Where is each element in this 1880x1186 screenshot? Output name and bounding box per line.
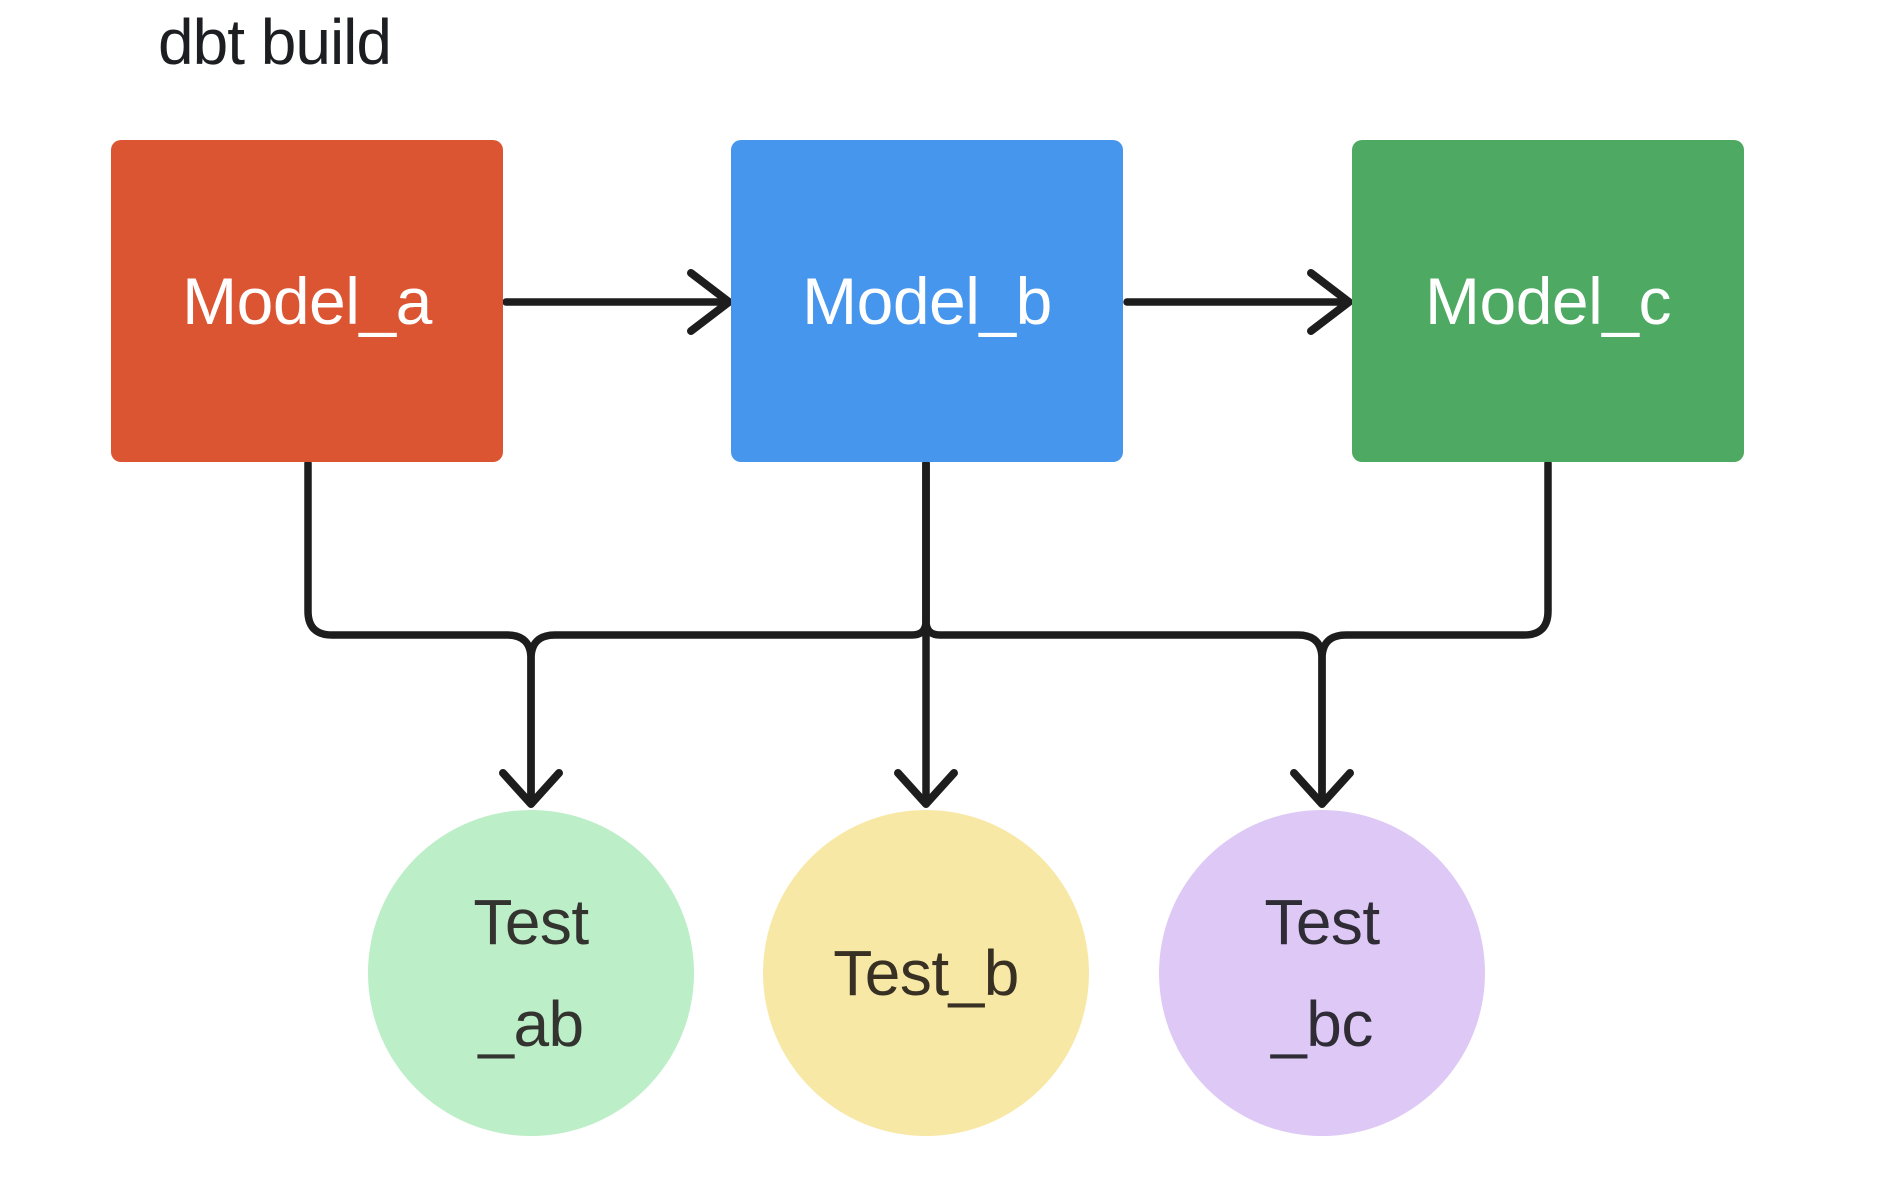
node-test-ab-label-line1: Test: [473, 886, 589, 958]
node-model-c: Model_c: [1352, 140, 1744, 462]
edge-model-b-to-model-c: [1123, 269, 1353, 335]
node-model-a-label: Model_a: [182, 264, 432, 338]
edge-model-b-to-test-bc: [922, 459, 1354, 808]
edge-model-a-to-model-b: [502, 269, 733, 335]
node-test-b-label-line1: Test_b: [833, 937, 1019, 1009]
node-test-b: Test_b: [763, 810, 1089, 1136]
node-model-a: Model_a: [111, 140, 503, 462]
node-test-bc-label-line1: Test: [1264, 886, 1380, 958]
node-test-bc: Test _bc: [1159, 810, 1485, 1136]
diagram-title: dbt build: [158, 6, 392, 78]
node-model-c-label: Model_c: [1425, 264, 1671, 338]
edge-model-b-to-test-ab: [527, 459, 930, 806]
node-test-ab: Test _ab: [368, 810, 694, 1136]
edge-model-c-to-test-bc: [1318, 459, 1552, 806]
node-test-bc-label-line2: _bc: [1271, 988, 1373, 1060]
node-test-ab-label-line2: _ab: [478, 988, 584, 1060]
edge-model-a-to-test-ab: [304, 459, 563, 808]
node-model-b-label: Model_b: [802, 264, 1052, 338]
node-model-b: Model_b: [731, 140, 1123, 462]
